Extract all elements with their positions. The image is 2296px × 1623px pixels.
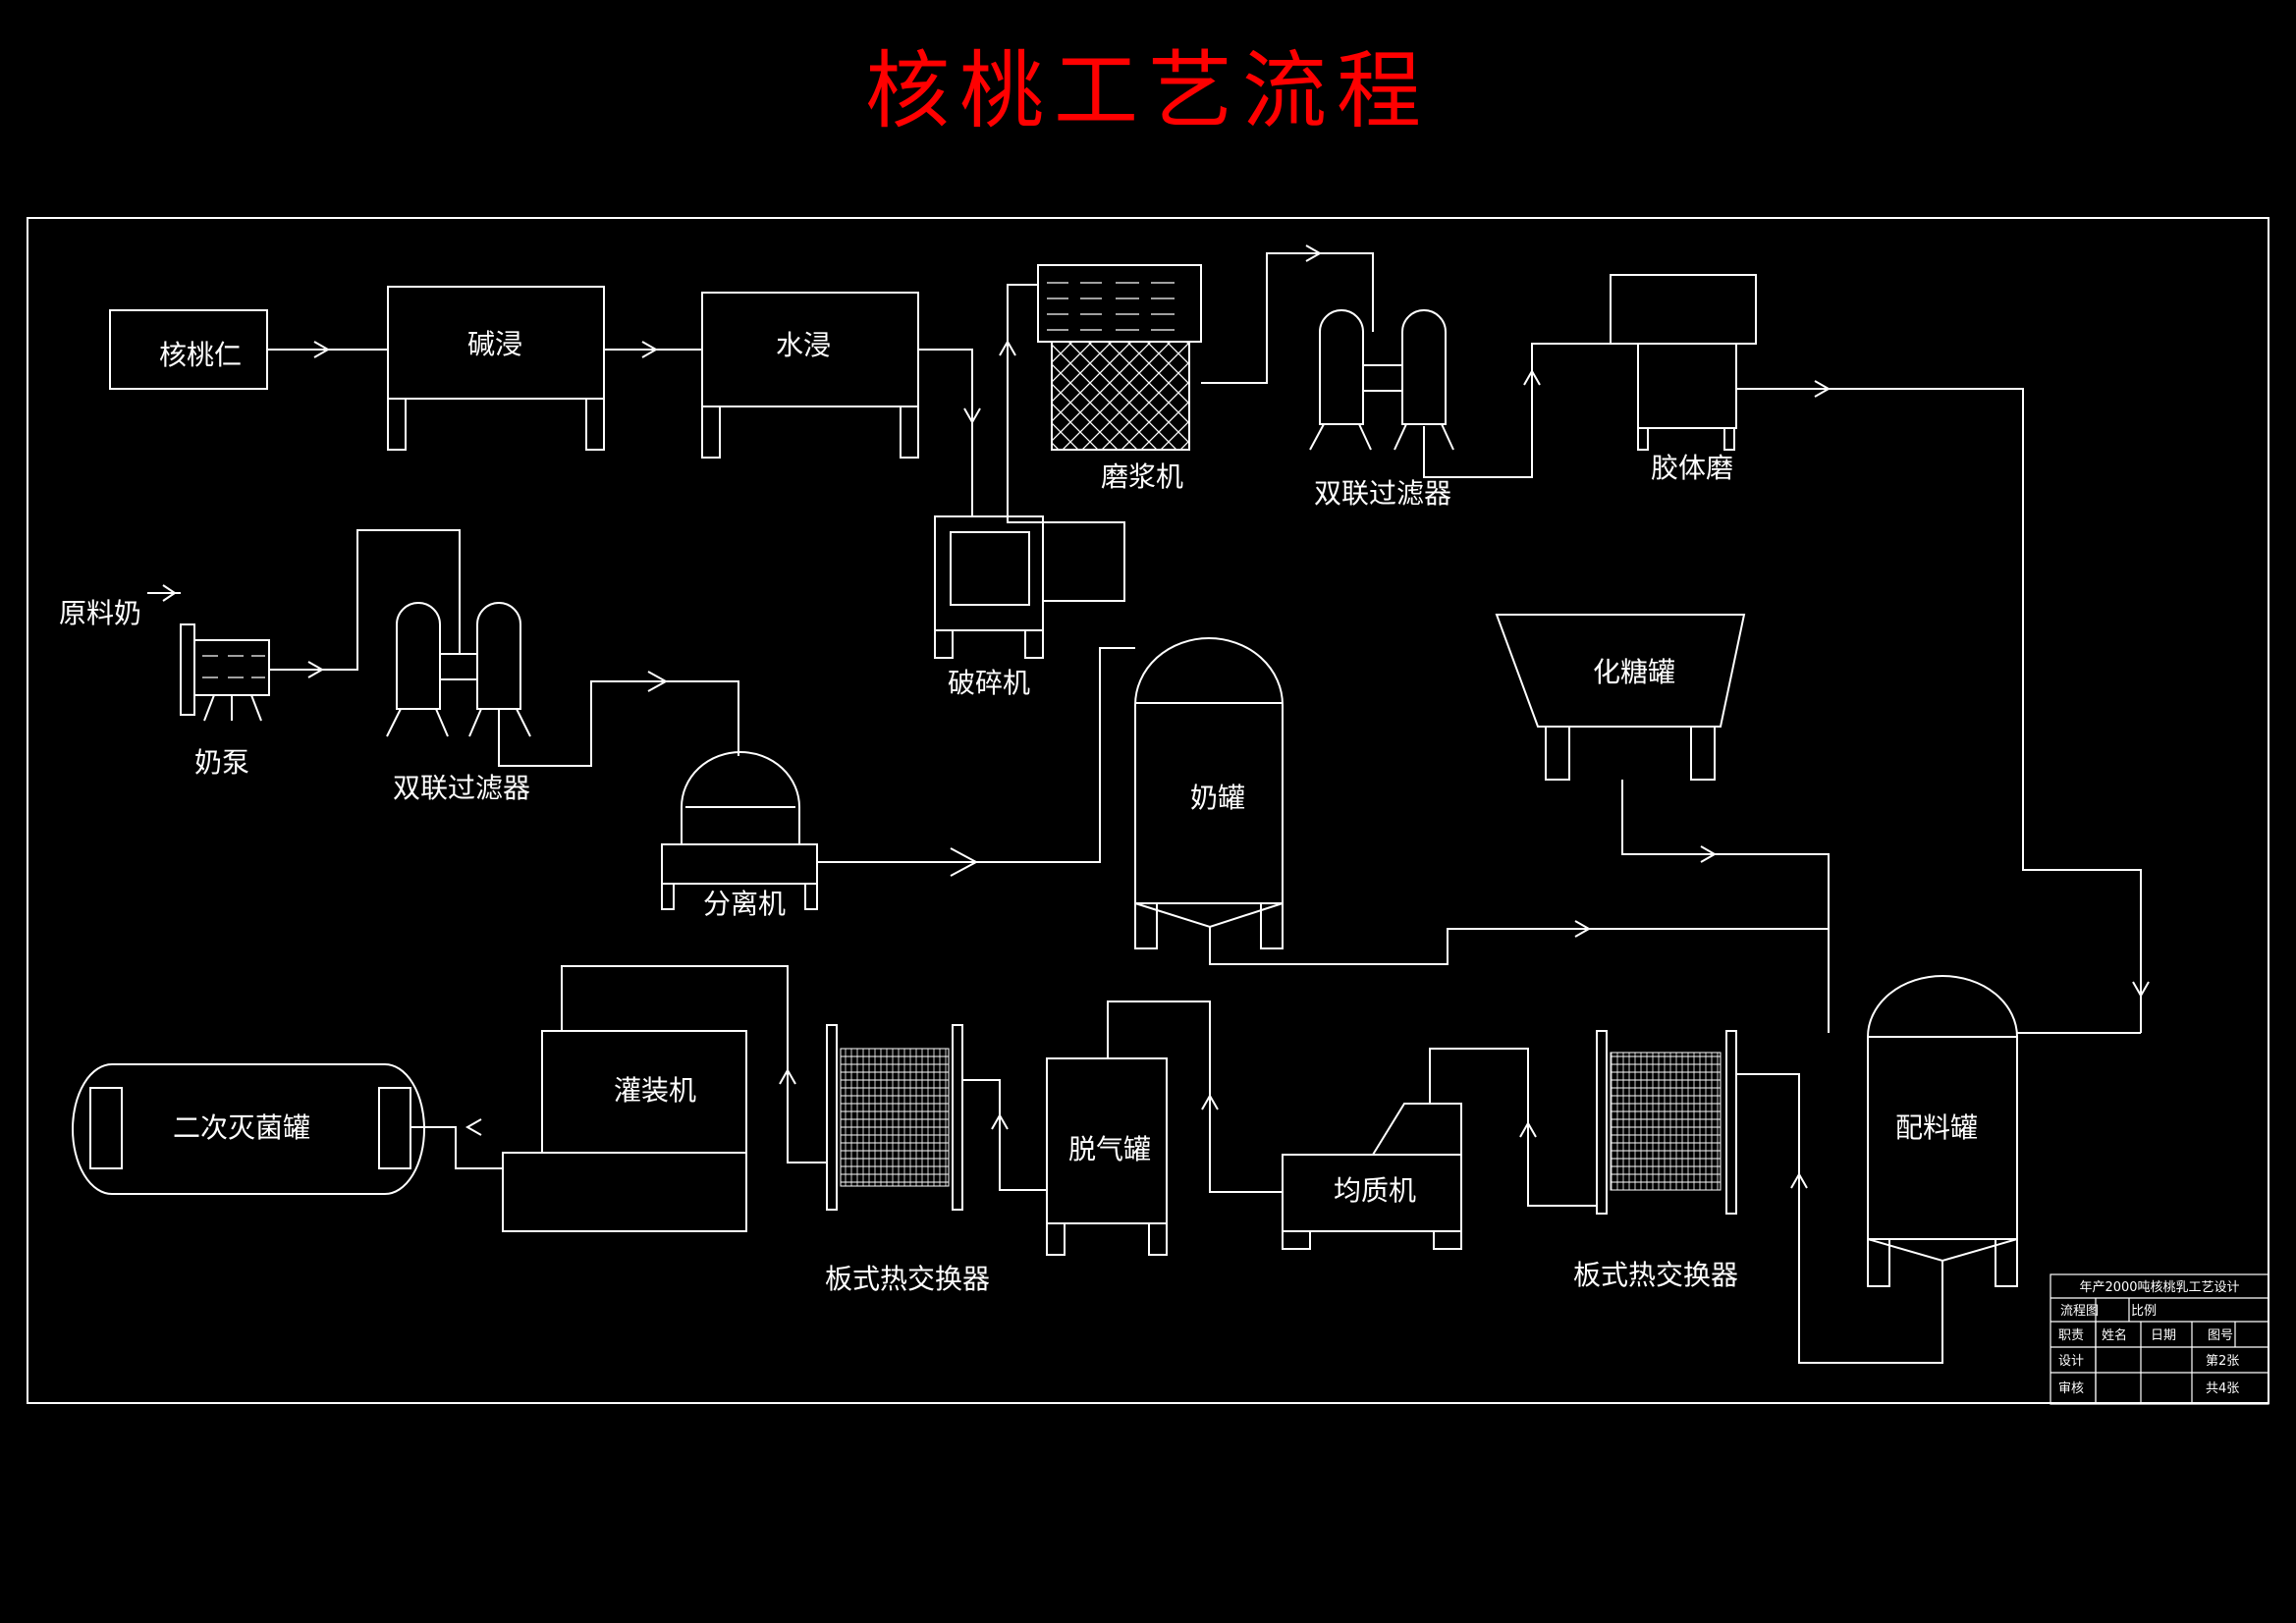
separator	[661, 751, 818, 910]
plate-heat-exchanger-left	[826, 1024, 963, 1211]
homogenizer	[1282, 1103, 1462, 1250]
crusher	[934, 515, 1044, 659]
drawing-frame	[27, 217, 2269, 1404]
title-block-design: 设计	[2058, 1354, 2084, 1369]
grinder-label: 磨浆机	[1101, 460, 1183, 493]
sugar-tank	[1495, 614, 1746, 781]
plate-heat-exchanger-right-label: 板式热交换器	[1573, 1259, 1738, 1291]
milk-pump	[180, 623, 270, 722]
alkali-soak-label: 碱浸	[467, 328, 522, 360]
plate-heat-exchanger-left-label: 板式热交换器	[825, 1263, 990, 1295]
flow-arrows	[162, 244, 2150, 1189]
sugar-tank-label: 化糖罐	[1593, 656, 1675, 688]
homogenizer-label: 均质机	[1334, 1174, 1416, 1207]
separator-label: 分离机	[703, 888, 786, 920]
milk-tank-label: 奶罐	[1190, 782, 1245, 814]
duplex-filter-top-label: 双联过滤器	[1314, 477, 1451, 510]
water-soak-label: 水浸	[776, 329, 831, 361]
walnut-kernel-label: 核桃仁	[159, 339, 242, 371]
crusher-label: 破碎机	[948, 667, 1030, 699]
alkali-soak-tank	[387, 286, 605, 451]
milk-tank	[1134, 637, 1284, 949]
title-block-sheet: 第2张	[2206, 1354, 2239, 1369]
plate-heat-exchanger-right	[1596, 1030, 1737, 1215]
second-sterilizer-label: 二次灭菌罐	[173, 1111, 310, 1144]
title-block-total: 共4张	[2206, 1381, 2239, 1396]
pipe-lines	[147, 252, 2142, 1364]
title-block-date: 日期	[2151, 1328, 2176, 1343]
duplex-filter-top	[1309, 309, 1454, 451]
diagram-title: 核桃工艺流程	[865, 42, 1431, 140]
title-block-project: 年产2000吨核桃乳工艺设计	[2079, 1280, 2239, 1295]
water-soak-tank	[701, 292, 919, 459]
colloid-mill	[1610, 274, 1757, 451]
deaerator-label: 脱气罐	[1068, 1133, 1151, 1165]
title-block-review: 审核	[2058, 1381, 2084, 1396]
grinder-machine	[1037, 264, 1202, 451]
milk-pump-label: 奶泵	[194, 746, 249, 779]
blending-tank-label: 配料罐	[1895, 1111, 1978, 1144]
title-block-scale: 比例	[2131, 1304, 2157, 1319]
title-block-drawing-no: 图号	[2208, 1328, 2233, 1343]
duplex-filter-left-label: 双联过滤器	[393, 772, 530, 804]
title-block-name: 姓名	[2102, 1327, 2127, 1343]
blending-tank	[1867, 975, 2018, 1287]
filler	[502, 1030, 747, 1232]
colloid-mill-label: 胶体磨	[1651, 452, 1733, 484]
title-block-drawing: 流程图	[2060, 1304, 2099, 1319]
raw-milk-label: 原料奶	[59, 597, 141, 629]
title-block	[2050, 1273, 2269, 1405]
title-block-role: 职责	[2058, 1328, 2084, 1343]
filler-label: 灌装机	[614, 1074, 696, 1107]
